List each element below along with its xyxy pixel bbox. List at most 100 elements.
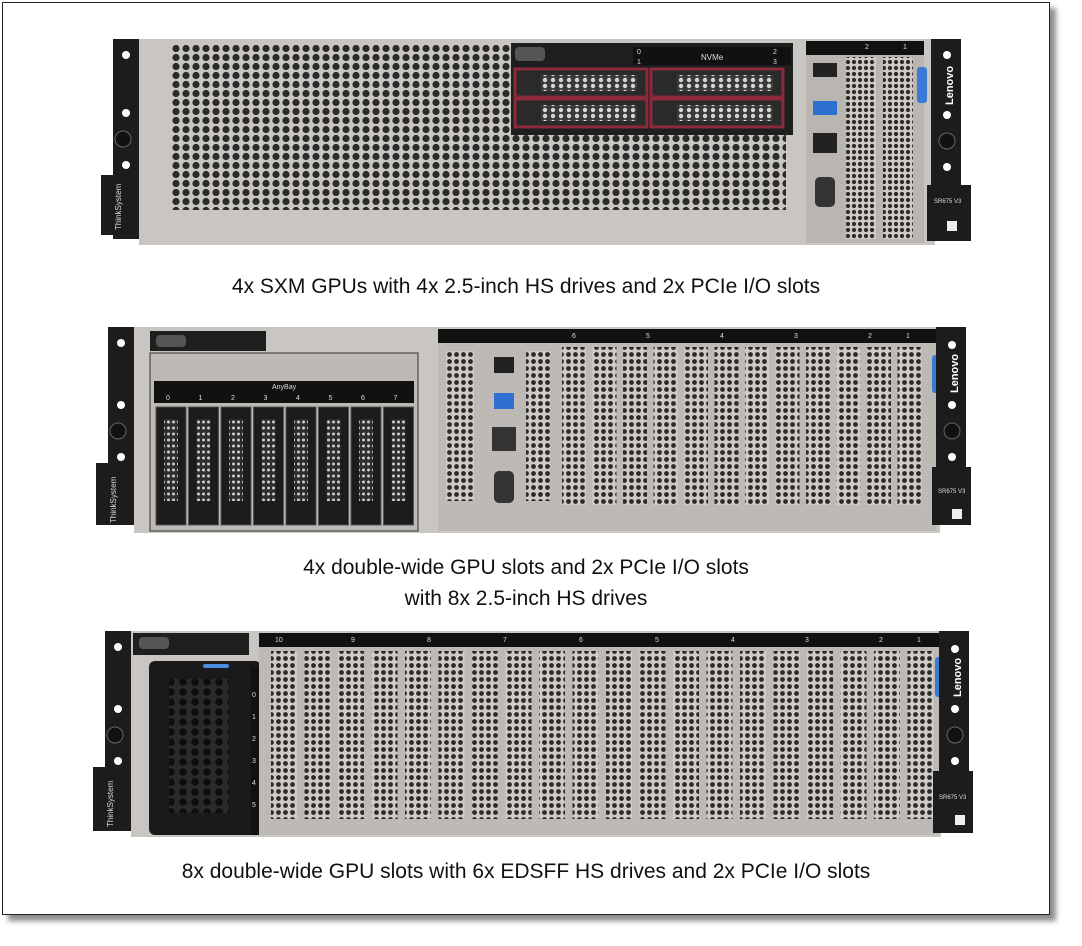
- drive-bay-number: 3: [252, 758, 256, 765]
- pcie-slot-number: 6: [579, 637, 583, 644]
- model-label: SR675 V3: [939, 795, 967, 801]
- drive-bay-number: 5: [252, 802, 256, 809]
- drive-bay[interactable]: [155, 406, 187, 526]
- drive-cage: NVMe 0 1 2 3: [511, 43, 793, 135]
- side-brand-label: ThinkSystem: [106, 780, 115, 827]
- figure-frame: ThinkSystem NVMe 0 1 2 3 2 1: [2, 2, 1050, 915]
- network-port[interactable]: [813, 133, 837, 153]
- usb-port[interactable]: [813, 63, 837, 77]
- pcie-slot-number: 5: [646, 333, 650, 340]
- pcie-slot: [572, 651, 599, 819]
- usb-port[interactable]: [494, 393, 514, 409]
- model-label: SR675 V3: [938, 489, 966, 495]
- latch[interactable]: [917, 67, 927, 103]
- drive-bay[interactable]: [513, 67, 649, 99]
- pcie-slot: [539, 651, 565, 819]
- pcie-slot: [897, 347, 922, 505]
- brand-logo: Lenovo: [949, 354, 961, 393]
- pcie-slot-number: 8: [427, 637, 431, 644]
- network-port[interactable]: [492, 427, 516, 451]
- right-rack-bracket: Lenovo SR675 V3: [933, 631, 973, 833]
- server-sxm-gpu: ThinkSystem NVMe 0 1 2 3 2 1: [101, 39, 971, 245]
- vent: [526, 351, 550, 501]
- drive-bay[interactable]: [513, 97, 649, 129]
- pcie-slot: [438, 651, 465, 819]
- pcie-slot: [338, 651, 364, 819]
- pcie-slot-number: 4: [731, 637, 735, 644]
- pcie-slot: [846, 57, 876, 239]
- caption-line: 4x SXM GPUs with 4x 2.5-inch HS drives a…: [231, 275, 821, 298]
- vga-port[interactable]: [494, 471, 514, 503]
- pcie-slot: [684, 347, 708, 505]
- drive-bay[interactable]: [649, 67, 785, 99]
- model-label: SR675 V3: [934, 199, 962, 205]
- pcie-slot-number: 2: [879, 637, 883, 644]
- brand-logo: Lenovo: [944, 66, 956, 105]
- caption-line: 8x double-wide GPU slots with 6x EDSFF H…: [181, 860, 871, 883]
- left-rack-bracket: ThinkSystem: [93, 631, 133, 831]
- drive-bay[interactable]: [318, 406, 349, 526]
- pcie-slot: [472, 651, 498, 819]
- pcie-slot-number: 2: [868, 333, 872, 340]
- pcie-slot: [806, 347, 830, 505]
- pcie-slot: [775, 347, 800, 505]
- caption-line: 4x double-wide GPU slots and 2x PCIe I/O…: [303, 556, 749, 579]
- side-brand-label: ThinkSystem: [114, 183, 123, 230]
- pcie-slot-number: 3: [794, 333, 798, 340]
- pcie-slot: [836, 347, 861, 505]
- drive-bay-number: 1: [252, 714, 256, 721]
- drive-bay-number: 4: [252, 780, 256, 787]
- pcie-slot-number: 4: [720, 333, 724, 340]
- drive-bay[interactable]: [253, 406, 284, 526]
- drive-bay-number: 0: [637, 49, 641, 56]
- caption-server-2: 4x double-wide GPU slots and 2x PCIe I/O…: [3, 552, 1049, 614]
- pcie-slot: [840, 651, 867, 819]
- drive-bay[interactable]: [220, 406, 252, 526]
- vga-port[interactable]: [815, 177, 835, 207]
- left-rack-bracket: ThinkSystem: [101, 39, 141, 239]
- io-panel: 2 1: [806, 41, 927, 243]
- usb-port[interactable]: [494, 357, 514, 373]
- drive-cage-label: NVMe: [701, 53, 724, 62]
- drive-bay-number: 0: [252, 692, 256, 699]
- pcie-slot: [907, 651, 934, 819]
- pcie-slot-number: 5: [655, 637, 659, 644]
- usb-port[interactable]: [813, 101, 837, 115]
- pcie-slot: [304, 651, 331, 819]
- drive-bay[interactable]: [285, 406, 317, 526]
- pcie-slot-number: 3: [805, 637, 809, 644]
- pcie-slot: [673, 651, 699, 819]
- drive-bay-number: 2: [252, 736, 256, 743]
- drive-bay[interactable]: [350, 406, 382, 526]
- drive-bay-number: 1: [637, 59, 641, 66]
- drive-bay-number: 5: [329, 395, 333, 402]
- pcie-slot: [867, 347, 891, 505]
- pcie-slot: [505, 651, 532, 819]
- pcie-slot: [606, 651, 632, 819]
- pcie-slot: [623, 347, 647, 505]
- pcie-slot-number: 9: [351, 637, 355, 644]
- drive-bay-number: 3: [773, 59, 777, 66]
- drive-bay[interactable]: [188, 406, 219, 526]
- pcie-slot: [562, 347, 586, 505]
- caption-server-3: 8x double-wide GPU slots with 6x EDSFF H…: [3, 856, 1049, 887]
- vent: [446, 351, 474, 501]
- pcie-slot-number: 1: [906, 333, 910, 340]
- pcie-slot: [371, 651, 398, 819]
- drive-bay-number: 2: [773, 49, 777, 56]
- pcie-slot-number: 10: [275, 637, 283, 644]
- pcie-slot: [740, 651, 766, 819]
- status-led: [203, 664, 229, 668]
- drive-bay[interactable]: [649, 97, 785, 129]
- pcie-slot-number: 1: [903, 44, 907, 51]
- qr-code: [955, 815, 965, 825]
- pcie-slot: [714, 347, 739, 505]
- right-rack-bracket: Lenovo SR675 V3: [932, 327, 971, 525]
- pcie-slot-number: 7: [503, 637, 507, 644]
- pcie-slot: [706, 651, 733, 819]
- drive-bay[interactable]: [383, 406, 414, 526]
- qr-code: [947, 221, 957, 231]
- pcie-slot: [405, 651, 431, 819]
- pcie-slot: [639, 651, 666, 819]
